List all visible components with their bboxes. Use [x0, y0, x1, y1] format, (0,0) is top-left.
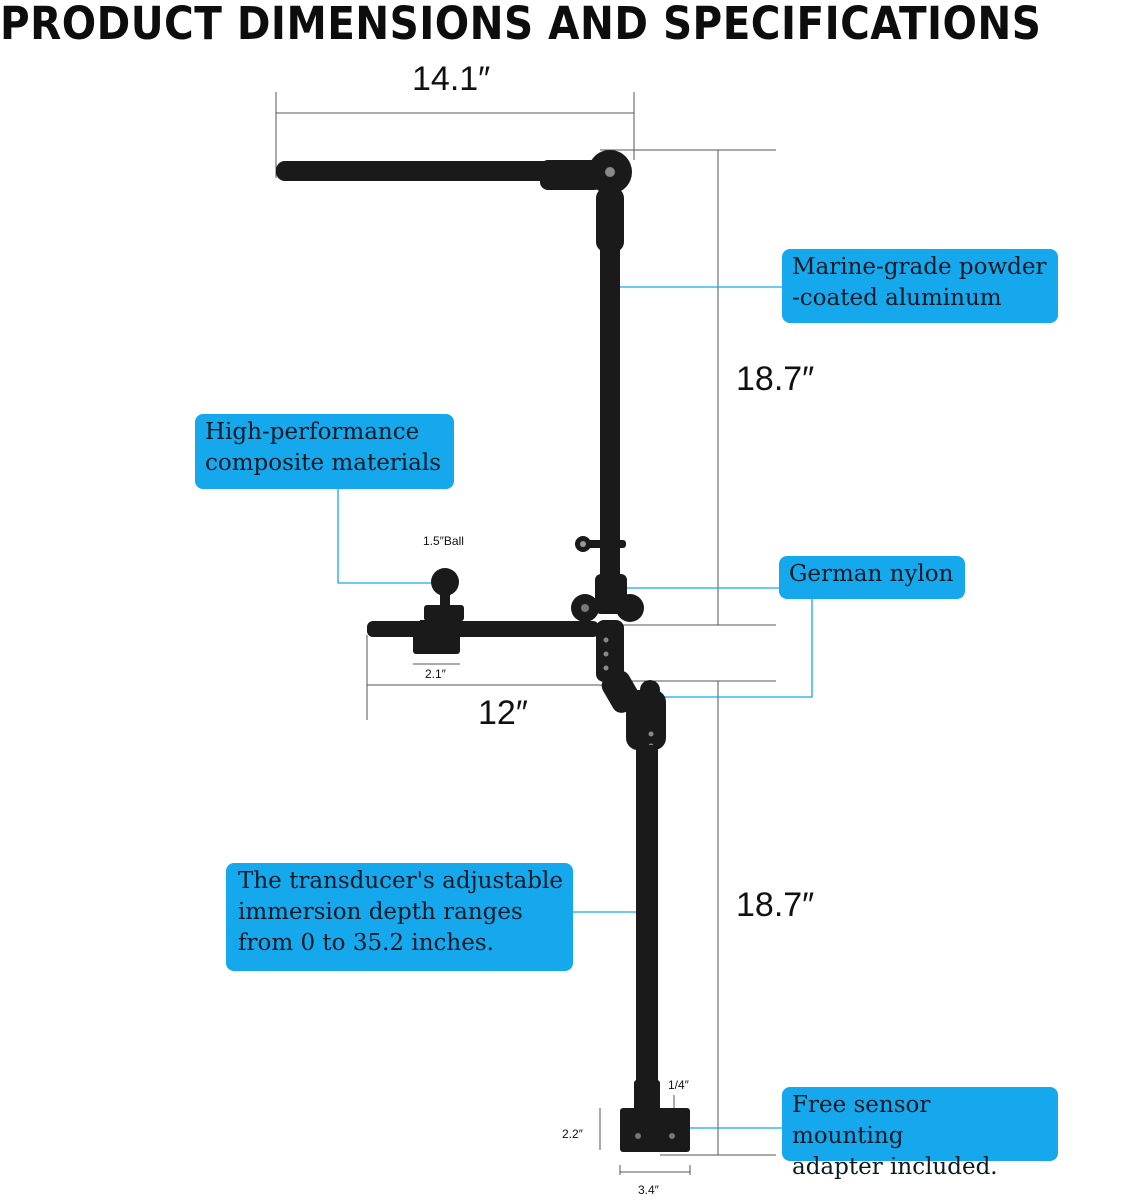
- callout-composite: High-performance composite materials: [195, 414, 454, 489]
- dimension-lines: [275, 92, 776, 1175]
- callout-leader-lines: [337, 286, 813, 1129]
- callout-nylon: German nylon: [779, 556, 965, 599]
- callout-adapter: Free sensor mounting adapter included.: [782, 1087, 1058, 1180]
- page-title: PRODUCT DIMENSIONS AND SPECIFICATIONS: [0, 0, 1042, 50]
- side-arm-length-label: 12″: [478, 694, 528, 732]
- top-arm-width-label: 14.1″: [412, 60, 491, 98]
- lower-height-label: 18.7″: [736, 886, 815, 924]
- plate-width-label: 3.4″: [638, 1183, 659, 1197]
- clamp-width-label: 2.1″: [425, 667, 446, 681]
- ball-size-label: 1.5″Ball: [423, 534, 464, 548]
- callout-depth: The transducer's adjustable immersion de…: [226, 863, 573, 971]
- plate-height-label: 2.2″: [562, 1127, 583, 1141]
- callout-aluminum: Marine-grade powder -coated aluminum: [782, 249, 1058, 323]
- bolt-size-label: 1/4″: [668, 1078, 689, 1092]
- mount-silhouette: [276, 150, 690, 1152]
- upper-height-label: 18.7″: [736, 360, 815, 398]
